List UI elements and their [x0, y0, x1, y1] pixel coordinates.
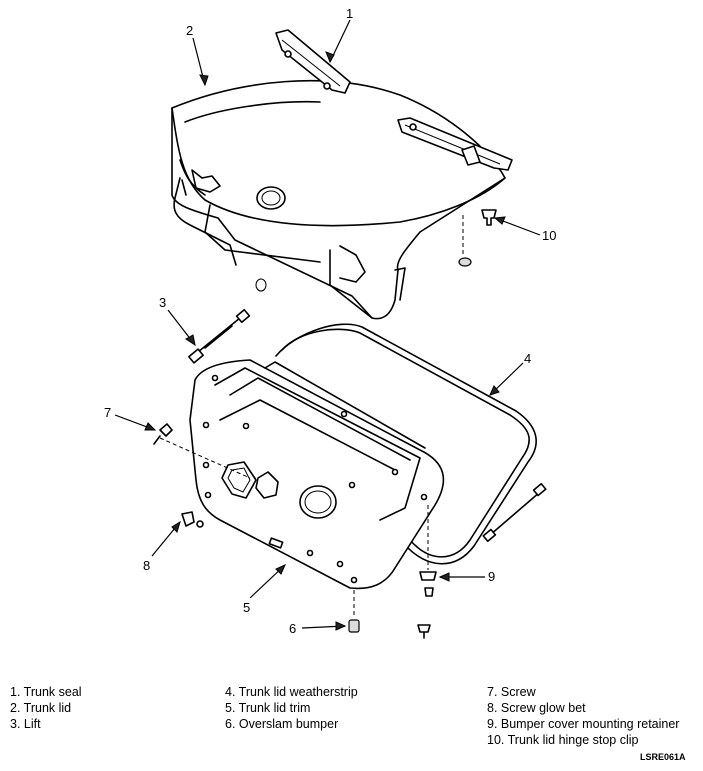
- overslam-bumper: [348, 619, 360, 633]
- legend-item: 8. Screw glow bet: [487, 701, 586, 715]
- callout-3: 3: [159, 295, 166, 310]
- legend-item: 4. Trunk lid weatherstrip: [225, 685, 358, 699]
- callout-6: 6: [289, 621, 296, 636]
- legend-column-2: 4. Trunk lid weatherstrip 5. Trunk lid t…: [225, 684, 358, 732]
- exploded-view-diagram: 1 2 3 4 5 6 7 8 9 10: [104, 6, 556, 639]
- lift-right: [482, 482, 547, 543]
- legend-item: 6. Overslam bumper: [225, 717, 339, 731]
- reference-code: LSRE061A: [640, 752, 686, 762]
- callout-4: 4: [524, 351, 531, 366]
- bumper-cover-retainer: [417, 571, 437, 639]
- legend-item: 9. Bumper cover mounting retainer: [487, 717, 680, 731]
- callout-8: 8: [143, 558, 150, 573]
- trunk-lid-trim: [159, 359, 445, 618]
- screw-part-7: [153, 423, 173, 445]
- lift-left: [188, 308, 251, 364]
- callout-1: 1: [346, 6, 353, 21]
- callout-numbers: 1 2 3 4 5 6 7 8 9 10: [104, 6, 556, 636]
- callout-7: 7: [104, 405, 111, 420]
- legend-column-3: 7. Screw 8. Screw glow bet 9. Bumper cov…: [487, 684, 679, 748]
- legend-column-1: 1. Trunk seal 2. Trunk lid 3. Lift: [10, 684, 82, 732]
- callout-10: 10: [542, 228, 556, 243]
- legend-item: 2. Trunk lid: [10, 701, 72, 715]
- callout-5: 5: [243, 600, 250, 615]
- legend-item: 7. Screw: [487, 685, 536, 699]
- legend-item: 1. Trunk seal: [10, 685, 82, 699]
- screw-grommet-part-8: [181, 511, 204, 528]
- legend-item: 10. Trunk lid hinge stop clip: [487, 733, 639, 747]
- callout-2: 2: [186, 23, 193, 38]
- hinge-stop-clip: [481, 209, 497, 226]
- legend-item: 3. Lift: [10, 717, 41, 731]
- trunk-lid-weatherstrip: [275, 323, 537, 565]
- legend-item: 5. Trunk lid trim: [225, 701, 311, 715]
- trunk-seal-hinges: [275, 29, 513, 171]
- trunk-lid: [171, 79, 506, 320]
- callout-9: 9: [488, 569, 495, 584]
- leader-lines: [114, 19, 541, 631]
